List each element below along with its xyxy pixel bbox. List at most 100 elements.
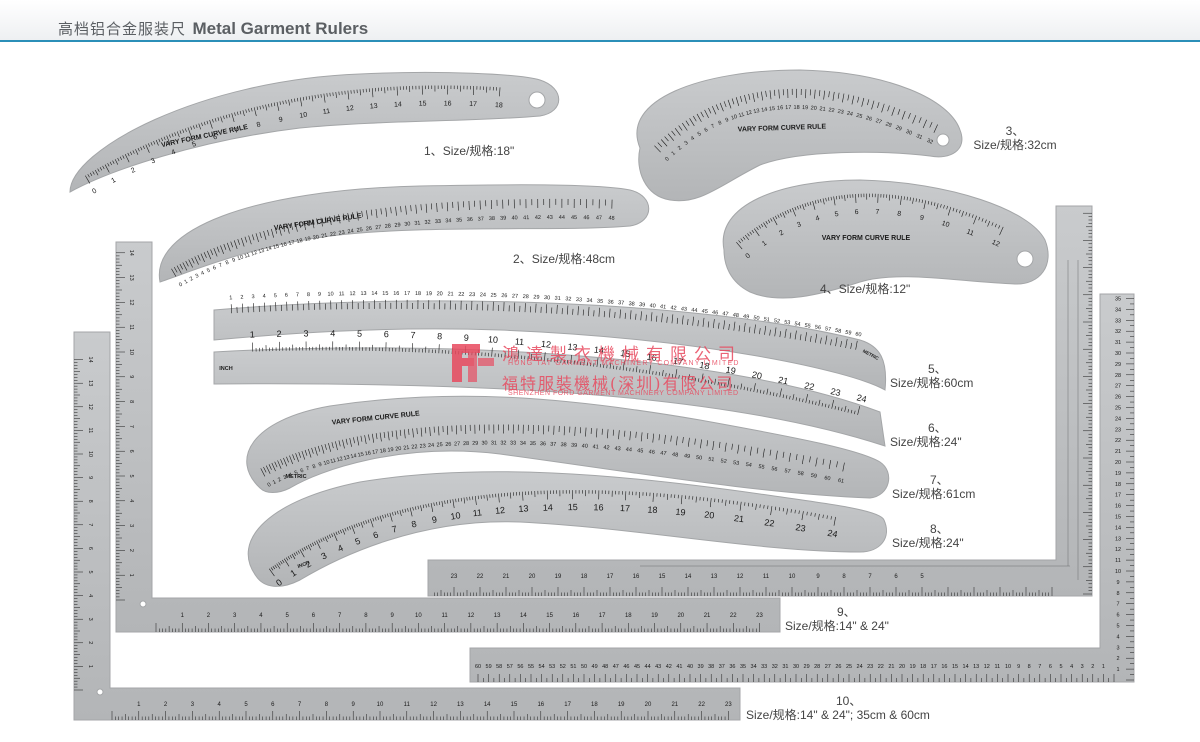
ruler-10b-htick-label: 15 (952, 664, 958, 670)
caption-9-num: 9、 (837, 605, 856, 619)
tick-label: 11 (472, 507, 483, 518)
ruler-10b-vtick-label: 23 (1115, 427, 1121, 433)
ruler-10b-htick-label: 25 (846, 664, 852, 670)
ruler-10b-htick-label: 41 (676, 664, 682, 670)
ruler-2-body (158, 184, 650, 283)
ruler-10a-htick-label: 6 (271, 702, 275, 708)
ruler-10b-vtick-label: 21 (1115, 449, 1121, 455)
tick-label: 6 (704, 127, 710, 134)
tick-label: 27 (875, 118, 883, 126)
ruler-10a-vtick-label: 10 (87, 451, 93, 457)
tick-label: 54 (794, 321, 801, 328)
ruler-9b-htick-label: 17 (607, 574, 614, 580)
tick-label: 8 (312, 464, 317, 471)
ruler-10b-vtick-label: 27 (1115, 384, 1121, 390)
tick-label: 42 (603, 445, 610, 451)
ruler-9a-htick-label: 5 (286, 613, 290, 619)
tick-label: 13 (370, 103, 378, 111)
page-header: 高档铝合金服装尺 Metal Garment Rulers (0, 0, 1200, 42)
ruler-10a-vtick-label: 14 (87, 357, 93, 363)
tick-label: 3 (194, 273, 199, 280)
ruler-9a-htick-label: 12 (468, 613, 475, 619)
ruler-9a-htick-label: 11 (442, 613, 449, 619)
tick-label: 21 (733, 513, 744, 524)
tick-label: 38 (628, 301, 635, 308)
caption-4-size: Size/规格:12" (838, 282, 911, 296)
tick-label: 23 (338, 230, 345, 237)
tick-label: 25 (356, 227, 363, 234)
tick-label: 46 (583, 215, 589, 221)
ruler-10b-htick-label: 17 (931, 664, 937, 670)
ruler-10b-htick-label: 56 (517, 664, 523, 670)
ruler-4-label: VARY FORM CURVE RULE (822, 235, 911, 242)
ruler-10b-htick-label: 46 (623, 664, 629, 670)
tick-label: 33 (435, 219, 442, 225)
ruler-9a-vtick-label: 6 (128, 450, 134, 453)
tick-label: 47 (660, 450, 667, 457)
ruler-10b-vtick-label: 29 (1115, 362, 1121, 368)
ruler-9a-htick-label: 14 (520, 613, 527, 619)
ruler-1-body (69, 71, 560, 193)
tick-label: 15 (419, 101, 427, 108)
tick-label: 58 (797, 470, 804, 477)
ruler-10a-htick-label: 19 (618, 702, 625, 708)
tick-label: 19 (304, 236, 311, 243)
tick-label: 56 (771, 466, 778, 473)
ruler-10b-body (469, 293, 1135, 683)
tick-label: 5 (354, 536, 362, 547)
tick-label: 13 (258, 248, 266, 256)
ruler-10b-htick-label: 55 (528, 664, 534, 670)
tick-label: 21 (321, 233, 328, 240)
tick-label: 7 (410, 330, 415, 340)
tick-label: 6 (854, 209, 858, 216)
ruler-10b-htick-label: 20 (899, 664, 905, 670)
tick-label: 18 (495, 102, 503, 109)
ruler-9a-htick-label: 1 (181, 613, 185, 619)
tick-label: 6 (212, 134, 218, 142)
ruler-9a-vtick-label: 5 (128, 474, 134, 477)
caption-1-size: Size/规格:18" (442, 144, 515, 158)
ruler-9b-htick-label: 20 (529, 574, 536, 580)
tick-label: 32 (926, 138, 934, 146)
tick-label: 39 (500, 216, 506, 222)
ruler-10b-htick-label: 33 (761, 664, 767, 670)
tick-label: 45 (637, 448, 644, 455)
tick-label: 14 (543, 502, 553, 512)
ruler-9b-htick-label: 9 (816, 574, 820, 580)
tick-label: 9 (919, 215, 924, 223)
ruler-3-body (636, 69, 963, 202)
ruler-9a-htick-label: 13 (494, 613, 501, 619)
ruler-10a-vtick-label: 13 (87, 380, 93, 386)
ruler-10b-htick-label: 11 (995, 664, 1001, 670)
ruler-10b-htick-label: 27 (825, 664, 831, 670)
tick-label: 49 (684, 453, 691, 460)
ruler-10b-htick-label: 54 (539, 664, 545, 670)
ruler-10b-htick-label: 1 (1102, 664, 1105, 670)
caption-ruler-8: 8、Size/规格:24" (892, 522, 964, 550)
ruler-10b-htick-label: 28 (814, 664, 820, 670)
ruler-9b-htick-label: 14 (685, 574, 692, 580)
tick-label: 11 (330, 458, 337, 465)
ruler-9a-vtick-label: 12 (128, 299, 134, 305)
ruler-10b-htick-label: 26 (835, 664, 841, 670)
tick-label: 30 (905, 129, 913, 137)
tick-label: 46 (712, 310, 719, 317)
tick-label: 20 (395, 446, 402, 453)
ruler-9a-vtick-label: 1 (128, 574, 134, 577)
tick-label: 36 (540, 441, 546, 447)
tick-label: 59 (845, 330, 852, 337)
ruler-9b-htick-label: 16 (633, 574, 640, 580)
tick-label: 6 (384, 329, 389, 339)
tick-label: 54 (745, 462, 752, 469)
tick-label: 10 (730, 114, 738, 122)
caption-ruler-7: 7、Size/规格:61cm (892, 473, 975, 501)
caption-2-size: Size/规格:48cm (531, 252, 616, 266)
tick-label: 30 (481, 441, 487, 447)
ruler-10b-htick-label: 35 (740, 664, 746, 670)
tick-label: 53 (733, 460, 740, 467)
tick-label: 11 (244, 252, 251, 260)
tick-label: 51 (763, 317, 770, 324)
tick-label: 34 (520, 441, 526, 447)
tick-label: 28 (523, 294, 529, 300)
ruler-10a-htick-label: 8 (325, 702, 329, 708)
